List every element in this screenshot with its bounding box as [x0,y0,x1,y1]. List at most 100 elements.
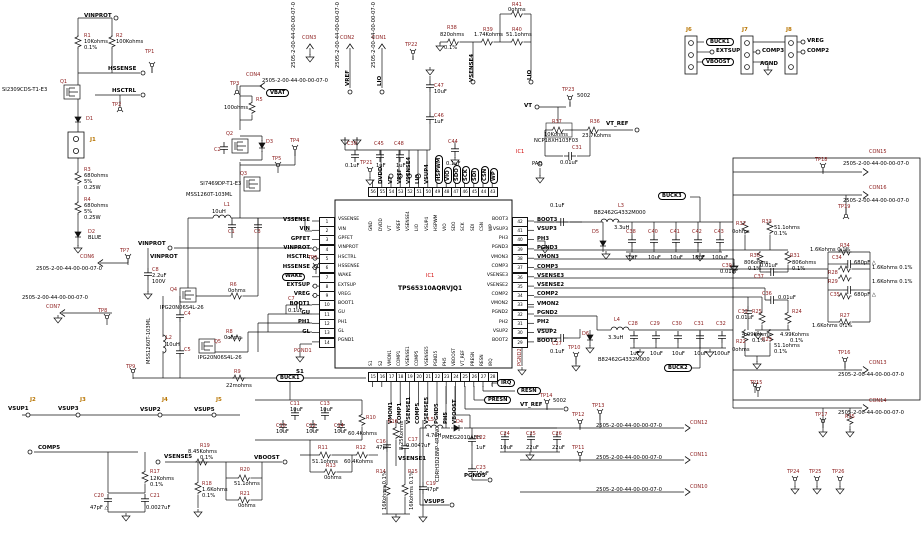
label-2505-2-00-44-00-00-07-0: 2505-2-00-44-00-00-07-0 [596,455,662,461]
label-c2: C2 [214,147,221,153]
net-VSUP4: VSUP4 [424,164,431,184]
label-2505-2-00-44-00-00-07-0: 2505-2-00-44-00-00-07-0 [22,295,88,301]
net-VSENSE3: VSENSE3 [537,272,565,279]
label-51-1ohms: 51.1ohms [506,32,532,38]
net-COMP2: COMP2 [537,291,559,298]
label-c24: C24 [500,431,510,437]
pin-name-VREG: VREG [338,291,351,297]
label-4-99kohms: 4.99Kohms [742,332,771,338]
net-VMON3: VMON3 [537,254,559,261]
label-r24: R24 [792,309,802,315]
label-4-99kohms: 4.99Kohms [780,332,809,338]
label-tp9: TP9 [126,364,136,370]
label-0-1uf: 0.1uF [288,308,303,314]
label-10uf: 10uF [650,351,663,357]
label-pad: PAD [532,161,543,167]
label-j4: J4 [162,397,168,403]
label-b82462g4332m000: B82462G4332M000 [598,357,650,363]
label-23-7kohms: 23.7Kohms [582,133,611,139]
label-47pf-: 47pF △ [90,505,109,511]
pin-name-PH1: PH1 [338,319,348,325]
label-0-0027uf: 0.0027uF [146,505,171,511]
label-ipg20n06s4l-26: IPG20N06S4L-26 [160,305,204,311]
label-c19: C19 [426,481,436,487]
label-r31: R31 [790,253,800,259]
label-16kohms-0-1-: 16Kohms 0.1% [409,471,415,510]
label-tp15: TP15 [750,380,763,386]
label-l3: L3 [618,203,624,209]
label-51-1ohms: 51.1ohms [774,343,800,349]
pin-name-PGND3: PGND3 [491,245,508,251]
label-680pf-: 680pF △ [854,260,876,266]
label-680ohms: 680ohms [84,203,109,209]
net-WP: WP [489,168,498,184]
net-DVDD: DVDD [378,166,385,184]
label-0-1uf: 0.1uF [446,161,461,167]
label-60-4kohms: 60.4Kohms [348,431,377,437]
label-r19: R19 [200,443,210,449]
pin-name-VSENSE4: VSENSE4 [406,211,412,231]
label-buck1: BUCK1 [706,38,734,47]
net-VSSENSE: VSSENSE [283,217,310,223]
label-1uf: 1uF [376,163,386,169]
pin-name-VSENSE2: VSENSE2 [486,282,508,288]
label-2505-2-00-44-00-00-07-0: 2505-2-00-44-00-00-07-0 [838,372,904,378]
pin-name-VIN: VIN [338,226,346,232]
label-si2309cds-t1-e3: SI2309CDS-T1-E3 [2,87,48,93]
pin-name-BOOT2: BOOT2 [491,338,508,344]
label-con6: CON6 [80,254,95,260]
pin-name-IRQ: IRQ [489,358,494,366]
label-2505-2-00-44-00-00-07-0: 2505-2-00-44-00-00-07-0 [262,78,328,84]
label-r8: R8 [226,329,233,335]
label-r23: R23 [762,337,772,343]
label-0-1-: 0.1% [202,493,216,499]
label-1uf: 1uF [434,119,444,125]
pin-29: 29 [512,337,528,348]
label-q2: Q2 [226,131,234,137]
label-irq: IRQ [497,379,516,388]
label-s1: S1 [296,369,304,375]
label-c37: C37 [754,274,764,280]
label-vinprot: VINPROT [84,13,112,19]
label-0-1-: 0.1% [752,338,766,344]
label-0ohms: 0ohms [732,229,750,235]
label-con15: CON15 [869,149,887,155]
label-c21: C21 [150,493,160,499]
label-r4: R4 [84,197,91,203]
label-vt: VT [524,103,533,109]
net-SDI: SDI [471,167,480,184]
label-r38: R38 [447,25,457,31]
net-BOOT1: BOOT1 [289,300,310,307]
net-LIO: LIO [415,174,422,184]
label-2505-2-00-44-00-00-07-0: 2505-2-00-44-00-00-07-0 [36,266,102,272]
label-r2: R2 [116,33,123,39]
label-100kohms: 100Kohms [116,39,144,45]
pin-name-PH2: PH2 [498,319,508,325]
label-con12: CON12 [690,420,708,426]
label-0-25w: 0.25W [84,185,101,191]
label-hsctrl: HSCTRL [112,88,137,94]
pin-name-HSPWM: HSPWM [433,214,439,231]
label-vref: VREF [345,69,351,86]
net-VSUP2: VSUP2 [537,328,557,335]
label-1-6kohms-0-1-: 1.6Kohms 0.1% [872,265,913,271]
label-r25: R25 [752,309,762,315]
label-l2: L2 [166,335,172,341]
pin-name-COMP2: COMP2 [491,291,508,297]
label-r21: R21 [240,491,250,497]
label-tp16: TP16 [838,350,851,356]
label-r22: R22 [736,339,746,345]
label-r33: R33 [762,219,772,225]
label-l4: L4 [614,317,620,323]
pin-name-VT: VT [387,225,393,231]
pin-name-BOOT3: BOOT3 [491,217,508,223]
label-c44: C44 [448,139,458,145]
label-con16: CON16 [869,185,887,191]
label-q4: Q4 [170,287,178,293]
label-c32: C32 [716,321,726,327]
label-3-3uh: 3.3uH [608,335,624,341]
net-VSENSE1: VSENSE1 [405,396,412,424]
label-0-25w: 0.25W [84,215,101,221]
label-10uf: 10uF [306,429,319,435]
